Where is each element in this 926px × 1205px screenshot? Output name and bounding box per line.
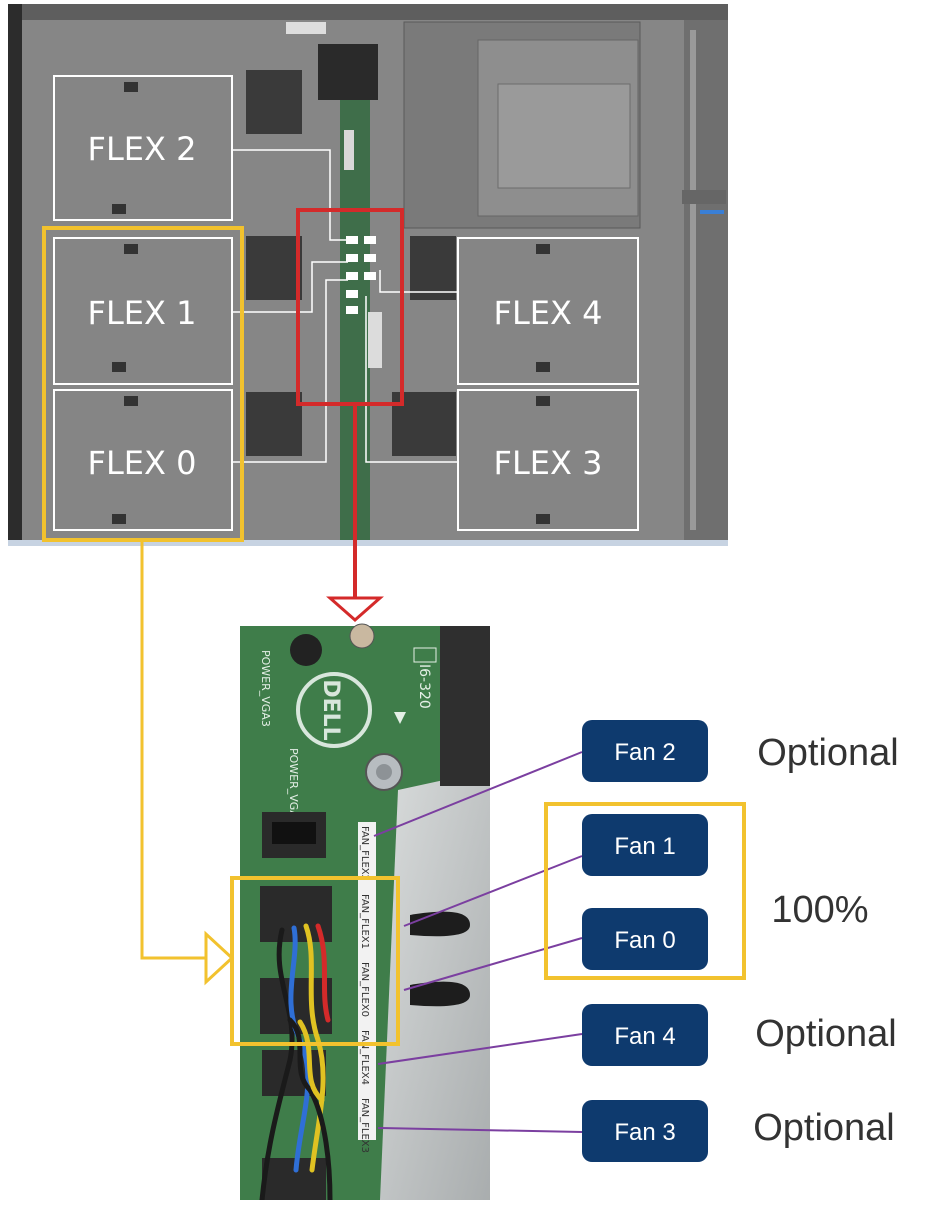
fan2-label: Fan 2 bbox=[614, 739, 675, 766]
fan-legend: Fan 2 Fan 1 Fan 0 Fan 4 Fan 3 Optional 1… bbox=[373, 720, 899, 1162]
bay-flex3-label: FLEX 3 bbox=[494, 444, 603, 482]
dell-logo bbox=[296, 672, 372, 748]
fan1-fan0-highlight bbox=[544, 802, 746, 980]
silk-fan-flex4: FAN_FLEX4 bbox=[359, 1030, 370, 1085]
bay-flex3 bbox=[457, 389, 639, 531]
board-photo: DELL POWER_VGA3 POWER_VGA4 I6-320 FAN_FL… bbox=[230, 623, 490, 1203]
bay-flex1 bbox=[53, 237, 233, 385]
silk-power-vga3: POWER_VGA3 bbox=[259, 650, 272, 727]
bay-flex1-label: FLEX 1 bbox=[88, 294, 197, 332]
silk-fan-flex3: FAN_FLEX3 bbox=[359, 1098, 370, 1153]
fan-cables bbox=[259, 923, 333, 1203]
fan1-label: Fan 1 bbox=[614, 833, 675, 860]
fan3-box bbox=[582, 1100, 708, 1162]
silk-fan-flex1: FAN_FLEX1 bbox=[359, 894, 370, 949]
cable-routing bbox=[232, 149, 458, 463]
fan4-label: Fan 4 bbox=[614, 1023, 675, 1050]
bay-flex2 bbox=[53, 75, 233, 221]
fan-headers bbox=[260, 812, 332, 1200]
leader-fan4 bbox=[377, 1033, 583, 1065]
fan4-box bbox=[582, 1004, 708, 1066]
fan1-box bbox=[582, 814, 708, 876]
fan3-label: Fan 3 bbox=[614, 1119, 675, 1146]
fan2-box bbox=[582, 720, 708, 782]
fan-board-highlight bbox=[296, 208, 404, 406]
fan2-annotation: Optional bbox=[757, 732, 899, 774]
silk-power-vga4: POWER_VGA4 bbox=[287, 748, 300, 825]
bay-flex2-label: FLEX 2 bbox=[88, 130, 197, 168]
fan1-fan0-annotation: 100% bbox=[771, 889, 868, 931]
silk-fan-flex0: FAN_FLEX0 bbox=[359, 962, 370, 1017]
fan3-annotation: Optional bbox=[753, 1107, 895, 1149]
bay-flex4-label: FLEX 4 bbox=[494, 294, 603, 332]
board-connectors bbox=[346, 236, 382, 368]
chassis-view: FLEX 2 FLEX 1 FLEX 0 FLEX 4 FLEX 3 bbox=[8, 4, 728, 546]
leader-fan1 bbox=[403, 855, 583, 927]
fan4-annotation: Optional bbox=[755, 1013, 897, 1055]
fan0-box bbox=[582, 908, 708, 970]
fan0-fan1-header-highlight bbox=[230, 876, 400, 1046]
fan0-label: Fan 0 bbox=[614, 927, 675, 954]
bay-flex4 bbox=[457, 237, 639, 385]
board-brand-text: DELL bbox=[318, 679, 343, 740]
red-arrow bbox=[326, 404, 384, 622]
leader-fan3 bbox=[377, 1127, 583, 1133]
silk-fan-flex2: FAN_FLEX2 bbox=[359, 826, 370, 881]
yellow-arrow bbox=[140, 540, 235, 986]
leader-fan0 bbox=[403, 937, 583, 991]
leader-fan2 bbox=[373, 751, 583, 837]
bay-flex0 bbox=[53, 389, 233, 531]
bay-flex0-label: FLEX 0 bbox=[88, 444, 197, 482]
silk-part-number: I6-320 bbox=[416, 664, 432, 709]
